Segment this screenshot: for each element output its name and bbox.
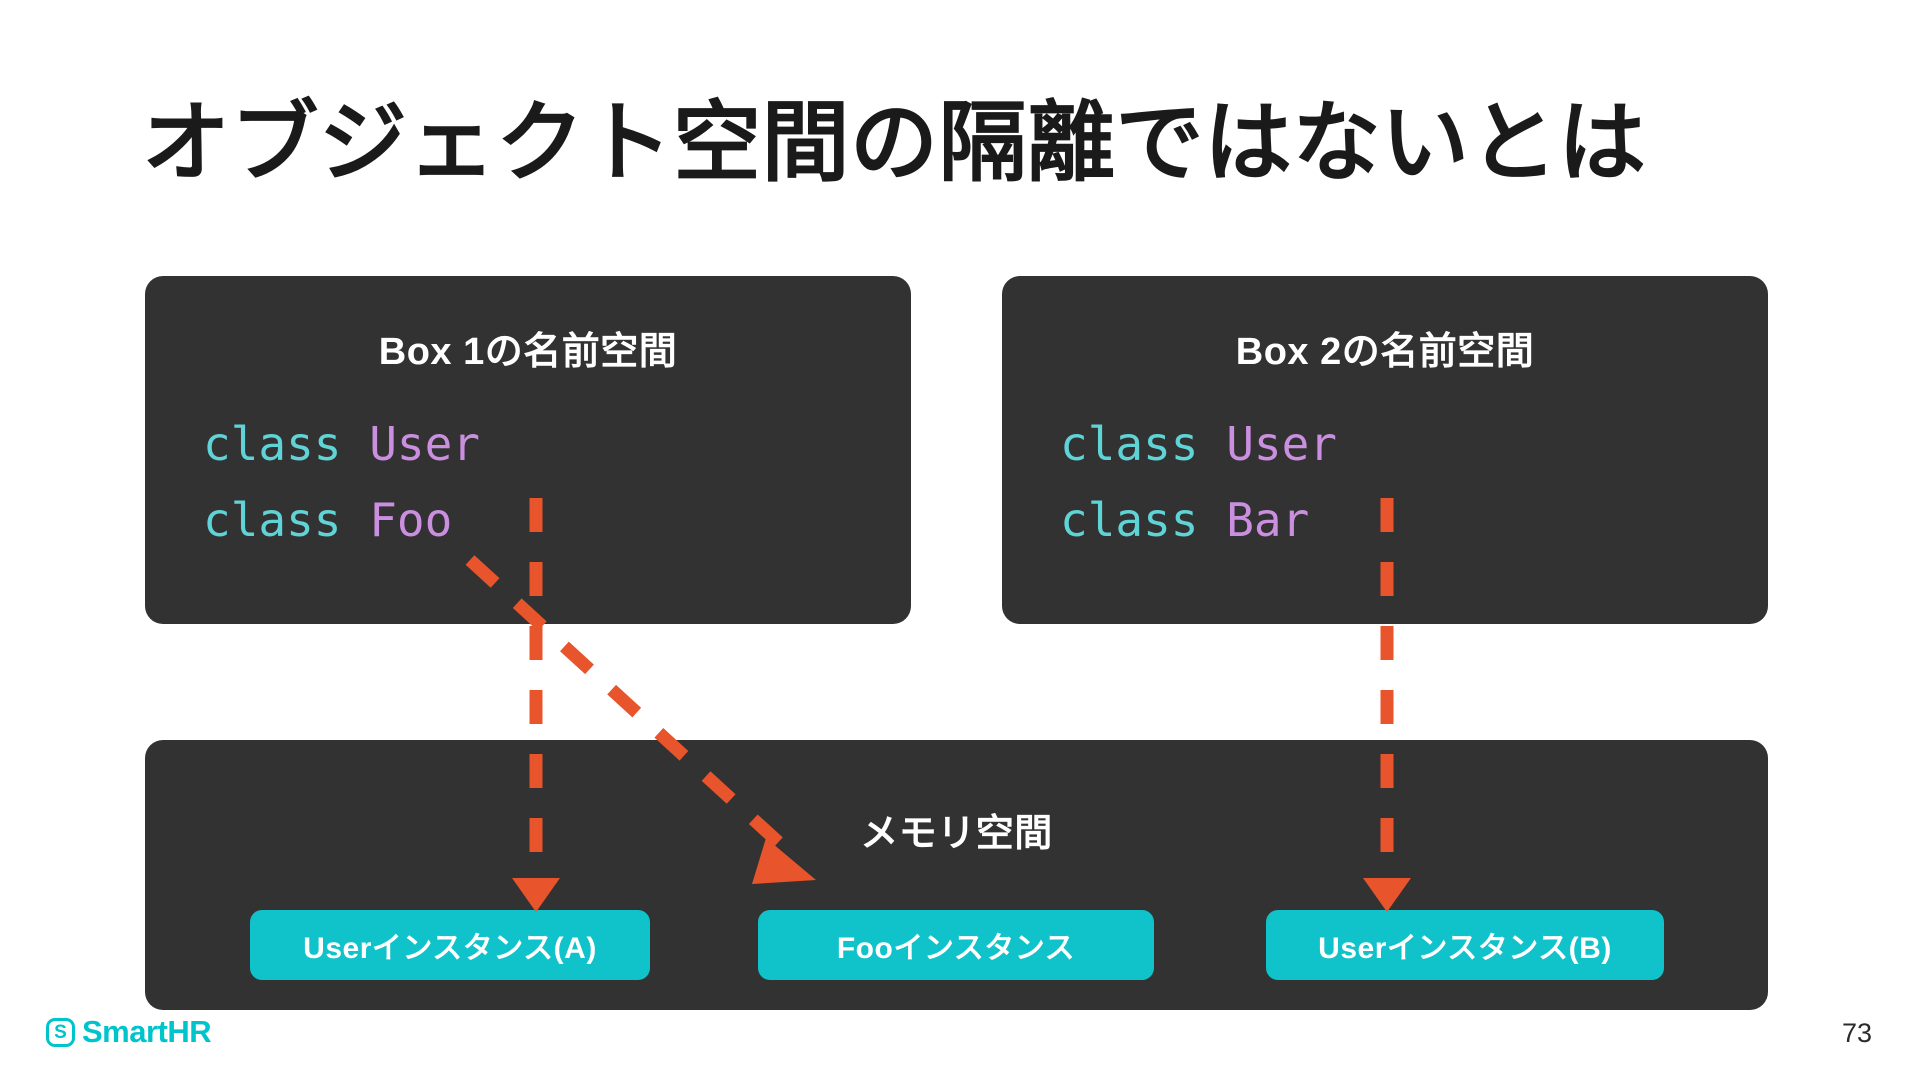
code-keyword: class: [1060, 417, 1199, 471]
instance-chip-label: Fooインスタンス: [836, 932, 1076, 965]
instance-chip-foo[interactable]: Fooインスタンス: [758, 910, 1154, 980]
smarthr-logo-mark: S: [46, 1017, 75, 1047]
code-classname: Foo: [369, 493, 453, 547]
page-title: オブジェクト空間の隔離ではないとは: [142, 93, 1647, 192]
instance-chip-label: Userインスタンス(A): [303, 932, 597, 965]
instance-chip-user-b[interactable]: Userインスタンス(B): [1266, 910, 1664, 980]
namespace-box-2: Box 2の名前空間 class User class Bar: [1002, 276, 1768, 624]
smarthr-logo-text: SmartHR: [82, 1014, 212, 1049]
code-keyword: class: [203, 417, 342, 471]
instance-chip-label: Userインスタンス(B): [1318, 932, 1612, 965]
instance-chip-user-a[interactable]: Userインスタンス(A): [250, 910, 650, 980]
code-keyword: class: [203, 493, 342, 547]
code-keyword: class: [1060, 493, 1199, 547]
namespace-box-2-code: class User class Bar: [1060, 406, 1337, 558]
memory-space-heading: メモリ空間: [860, 813, 1053, 855]
smarthr-logo: S SmartHR: [46, 1014, 212, 1050]
namespace-box-1: Box 1の名前空間 class User class Foo: [145, 276, 911, 624]
code-classname: User: [1226, 417, 1337, 471]
page-number: 73: [1841, 1018, 1872, 1048]
namespace-box-1-heading: Box 1の名前空間: [378, 331, 678, 373]
code-classname: Bar: [1226, 493, 1310, 547]
code-classname: User: [369, 417, 480, 471]
namespace-box-2-heading: Box 2の名前空間: [1235, 331, 1535, 373]
namespace-box-1-code: class User class Foo: [203, 406, 480, 558]
